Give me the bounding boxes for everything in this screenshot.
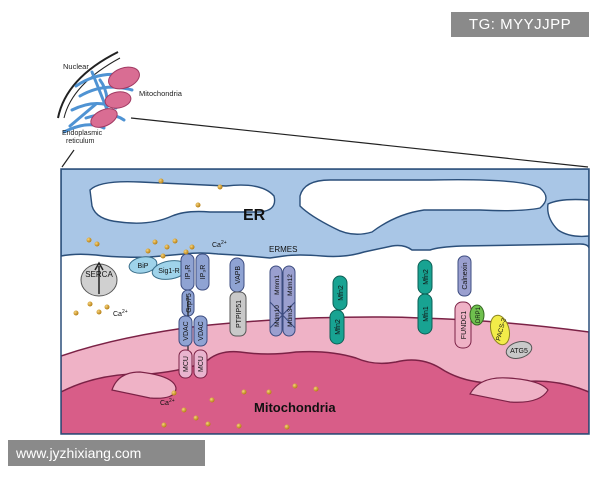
label-ca-mito: Ca2+ — [160, 398, 175, 407]
ip3r-channel: IP₃R IP₃R — [180, 253, 210, 291]
label-mmm1: Mmm1 — [274, 275, 281, 295]
calnexin-fundc1-drp1: Calnexin FUNDC1 DRP1 — [454, 255, 485, 349]
zoom-line-left — [61, 149, 75, 168]
crista-right — [469, 377, 549, 403]
label-mfn2-b: Mfn2 — [423, 269, 430, 285]
calcium-ions — [73, 178, 319, 430]
mitochondrion-inset-3 — [90, 108, 118, 128]
label-vdac-2: VDAC — [198, 321, 205, 340]
label-er: ER — [243, 207, 266, 224]
label-ptpip51: PTPIP51 — [236, 300, 243, 328]
label-ip3r-1: IP₃R — [185, 265, 192, 280]
label-endoplasmic: Endoplasmic — [62, 130, 103, 137]
label-ip3r-2: IP₃R — [200, 265, 207, 280]
label-bip: BiP — [138, 263, 149, 270]
label-mfn1: Mfn1 — [423, 306, 430, 322]
label-mdm10: Mdm10 — [274, 305, 281, 327]
ermes-complex: Mdm10 Mmm1 Mdm12 Mdm34 — [269, 265, 296, 337]
nuclear-envelope-inner — [63, 57, 121, 119]
mfn2-mfn1: Mfn2 Mfn1 — [417, 259, 433, 335]
label-nuclear: Nuclear — [63, 62, 89, 71]
cytosol-pocket-left — [89, 180, 276, 224]
contact-site-panel — [61, 169, 589, 434]
label-ca-cyto: Ca2+ — [113, 309, 128, 318]
mitochondrion-inset-2 — [104, 91, 132, 109]
mitochondrion-inset-1 — [108, 66, 140, 90]
bip-sig1r: BiP Sig1-R — [128, 256, 189, 280]
label-vdac-1: VDAC — [183, 321, 190, 340]
panel-border — [60, 168, 590, 435]
pacs2-atg5: PACS-2 ATG5 — [489, 314, 533, 359]
label-serca: SERCA — [85, 270, 113, 279]
label-mfn2-er: Mfn2 — [338, 285, 345, 301]
watermark-url: www.jyzhixiang.com — [8, 440, 205, 466]
serca-pump: SERCA — [80, 261, 118, 297]
label-mfn2-mito: Mfn2 — [335, 319, 342, 335]
label-vapb: VAPB — [235, 266, 242, 284]
label-mcu-2: MCU — [198, 356, 205, 372]
overview-inset: Nuclear Mitochondria Endoplasmic reticul… — [57, 51, 589, 168]
label-mcu-1: MCU — [183, 356, 190, 372]
label-inset-mitochondria: Mitochondria — [139, 89, 183, 98]
label-calnexin: Calnexin — [462, 262, 469, 289]
label-mdm34: Mdm34 — [287, 305, 294, 327]
label-grp75: Grp75 — [186, 293, 193, 313]
crista-left — [111, 371, 177, 399]
label-mdm12: Mdm12 — [287, 274, 294, 296]
nuclear-envelope — [57, 51, 119, 119]
label-mitochondria: Mitochondria — [254, 400, 336, 415]
vdac-channel: VDAC VDAC — [178, 315, 208, 347]
zoom-line-top — [130, 117, 589, 168]
label-ca-er: Ca2+ — [212, 240, 227, 249]
vapb-ptpip51: VAPB PTPIP51 — [229, 257, 247, 337]
label-drp1: DRP1 — [476, 306, 482, 323]
mcu-channel: MCU MCU — [178, 349, 208, 379]
cytosol-pocket-far-right — [547, 198, 589, 238]
label-sig1r: Sig1-R — [158, 268, 179, 275]
mfn2-pair: Mfn2 Mfn2 — [329, 275, 348, 345]
label-fundc1: FUNDC1 — [461, 311, 468, 339]
cytosol-pocket-right — [299, 178, 547, 235]
label-atg5: ATG5 — [510, 348, 528, 355]
label-ermes: ERMES — [269, 245, 297, 254]
label-reticulum: reticulum — [66, 138, 95, 145]
watermark-tag: TG: MYYJJPP — [451, 12, 589, 37]
